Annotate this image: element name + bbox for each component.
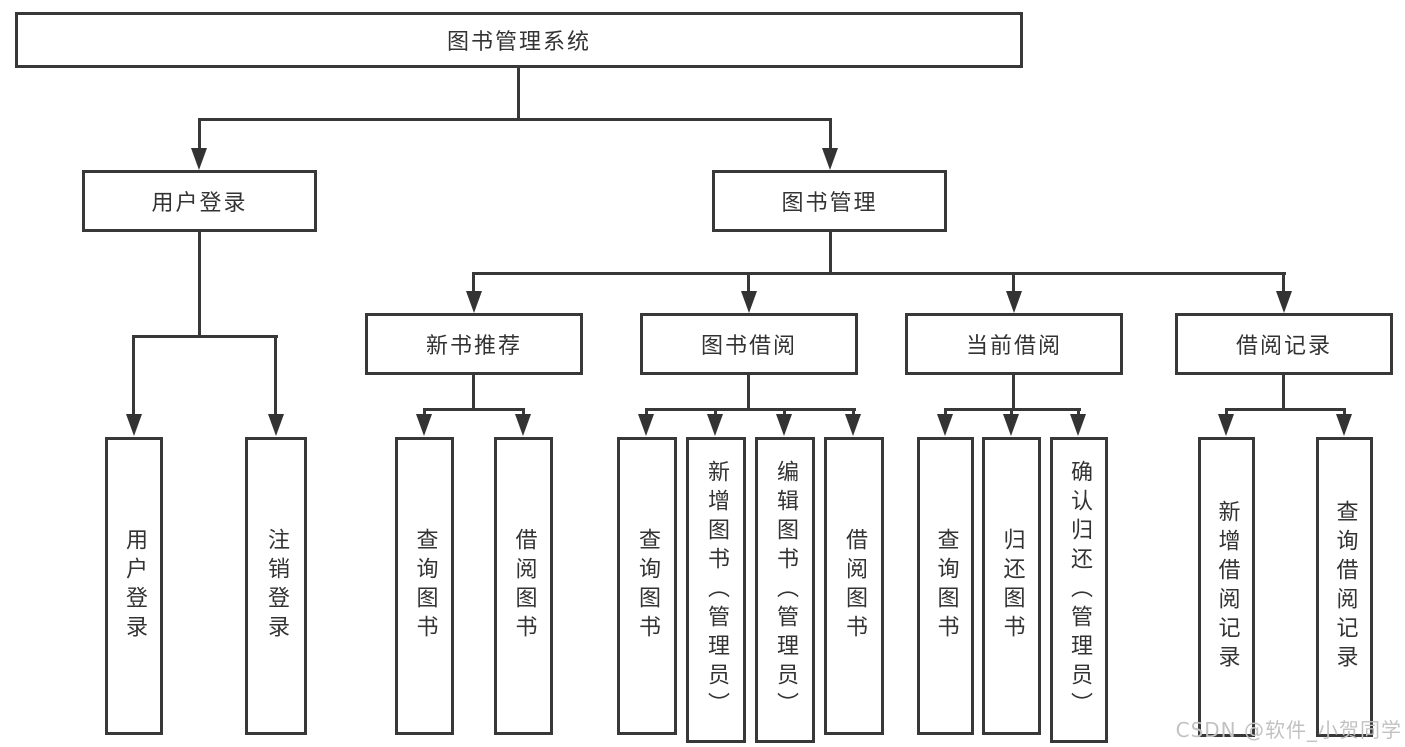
- leaf-cb-return-books: 归还图书: [982, 437, 1041, 735]
- node-label: 编辑图书（管理员）: [773, 459, 798, 721]
- connector-book-borrow-stem: [747, 375, 750, 411]
- arrowhead-login: [126, 414, 142, 436]
- connector-login-drop: [132, 335, 135, 415]
- node-label: 注销登录: [264, 528, 289, 644]
- node-current-borrowing: 当前借阅: [905, 313, 1123, 375]
- node-label: 图书管理: [781, 191, 878, 216]
- node-user-login: 用户登录: [82, 170, 317, 232]
- connector-cb-return-drop: [1010, 408, 1013, 416]
- leaf-bb-query-books: 查询图书: [617, 437, 677, 735]
- leaf-user-login: 用户登录: [105, 437, 163, 735]
- arrowhead-book-borrow: [741, 291, 757, 313]
- node-label: 用户登录: [151, 191, 248, 216]
- arrowhead-bb-edit-books: [776, 414, 792, 436]
- connector-user-login-stem: [198, 232, 201, 337]
- node-library-management-system: 图书管理系统: [15, 12, 1023, 68]
- node-new-book-recommend: 新书推荐: [365, 313, 583, 375]
- connector-new-book-stem: [472, 375, 475, 411]
- connector-br-query-drop: [1343, 408, 1346, 416]
- node-book-management: 图书管理: [712, 170, 947, 232]
- leaf-logout: 注销登录: [245, 437, 307, 735]
- connector-current-borrow-stem: [1012, 375, 1015, 411]
- connector-root-stem: [517, 68, 520, 118]
- connector-nbr-query-drop: [423, 408, 426, 416]
- arrowhead-bb-borrow-books: [845, 414, 861, 436]
- leaf-nbr-query-books: 查询图书: [395, 437, 454, 735]
- leaf-bb-edit-books-admin: 编辑图书（管理员）: [755, 437, 815, 743]
- connector-borrow-record-stem: [1282, 375, 1285, 411]
- arrowhead-cb-return-books: [1003, 414, 1019, 436]
- connector-book-borrow-rail: [645, 408, 856, 411]
- node-borrow-records: 借阅记录: [1175, 313, 1393, 375]
- node-label: 图书借阅: [700, 334, 797, 359]
- arrowhead-br-add-record: [1218, 414, 1234, 436]
- leaf-br-query-record: 查询借阅记录: [1316, 437, 1373, 737]
- connector-user-login-drop: [198, 118, 201, 150]
- arrowhead-bb-add-books: [707, 414, 723, 436]
- node-label: 借阅图书: [511, 528, 537, 644]
- leaf-cb-confirm-return-admin: 确认归还（管理员）: [1050, 437, 1108, 743]
- arrowhead-nbr-query-books: [416, 414, 432, 436]
- leaf-bb-add-books-admin: 新增图书（管理员）: [686, 437, 746, 743]
- connector-logout-drop: [274, 335, 277, 415]
- connector-bb-edit-drop: [783, 408, 786, 416]
- connector-br-add-drop: [1225, 408, 1228, 416]
- arrowhead-user-login: [191, 148, 207, 170]
- connector-book-mgmt-drop: [829, 118, 832, 150]
- node-book-borrowing: 图书借阅: [640, 313, 858, 375]
- connector-bb-query-drop: [645, 408, 648, 416]
- connector-cb-confirm-drop: [1077, 408, 1080, 416]
- arrowhead-cb-confirm-return: [1070, 414, 1086, 436]
- arrowhead-book-mgmt: [822, 148, 838, 170]
- node-label: 借阅图书: [842, 528, 867, 644]
- node-label: 新书推荐: [425, 334, 522, 359]
- arrowhead-new-book-recommend: [466, 291, 482, 313]
- node-label: 查询借阅记录: [1332, 500, 1358, 674]
- leaf-br-add-record: 新增借阅记录: [1198, 437, 1255, 737]
- leaf-nbr-borrow-books: 借阅图书: [494, 437, 553, 735]
- node-label: 归还图书: [999, 528, 1025, 644]
- connector-bb-add-drop: [714, 408, 717, 416]
- node-label: 用户登录: [122, 528, 147, 644]
- connector-bb-borrow-drop: [852, 408, 855, 416]
- node-label: 查询图书: [635, 528, 660, 644]
- connector-borrow-record-rail: [1225, 408, 1346, 411]
- connector-new-book-rail: [423, 408, 525, 411]
- arrowhead-br-query-record: [1336, 414, 1352, 436]
- node-label: 查询图书: [933, 528, 959, 644]
- node-label: 当前借阅: [965, 334, 1062, 359]
- node-label: 借阅记录: [1235, 334, 1332, 359]
- node-label: 查询图书: [412, 528, 438, 644]
- arrowhead-cb-query-books: [937, 414, 953, 436]
- node-label: 确认归还（管理员）: [1067, 459, 1092, 721]
- connector-nbr-borrow-drop: [522, 408, 525, 416]
- arrowhead-borrow-record: [1276, 291, 1292, 313]
- connector-current-borrow-drop: [1012, 272, 1015, 292]
- connector-book-mgmt-stem: [829, 232, 832, 275]
- leaf-bb-borrow-books: 借阅图书: [824, 437, 884, 735]
- leaf-cb-query-books: 查询图书: [917, 437, 974, 735]
- connector-level3-rail: [472, 272, 1286, 275]
- node-label: 图书管理系统: [446, 30, 591, 55]
- connector-level2-rail: [198, 118, 832, 121]
- connector-new-book-drop: [472, 272, 475, 292]
- csdn-watermark: CSDN @软件_小贺同学: [1175, 718, 1402, 742]
- connector-user-login-rail: [132, 335, 278, 338]
- node-label: 新增图书（管理员）: [704, 459, 729, 721]
- node-label: 新增借阅记录: [1214, 500, 1240, 674]
- arrowhead-logout: [268, 414, 284, 436]
- arrowhead-current-borrow: [1006, 291, 1022, 313]
- connector-book-borrow-drop: [747, 272, 750, 292]
- arrowhead-bb-query-books: [638, 414, 654, 436]
- connector-borrow-record-drop: [1282, 272, 1285, 292]
- arrowhead-nbr-borrow-books: [515, 414, 531, 436]
- connector-cb-query-drop: [944, 408, 947, 416]
